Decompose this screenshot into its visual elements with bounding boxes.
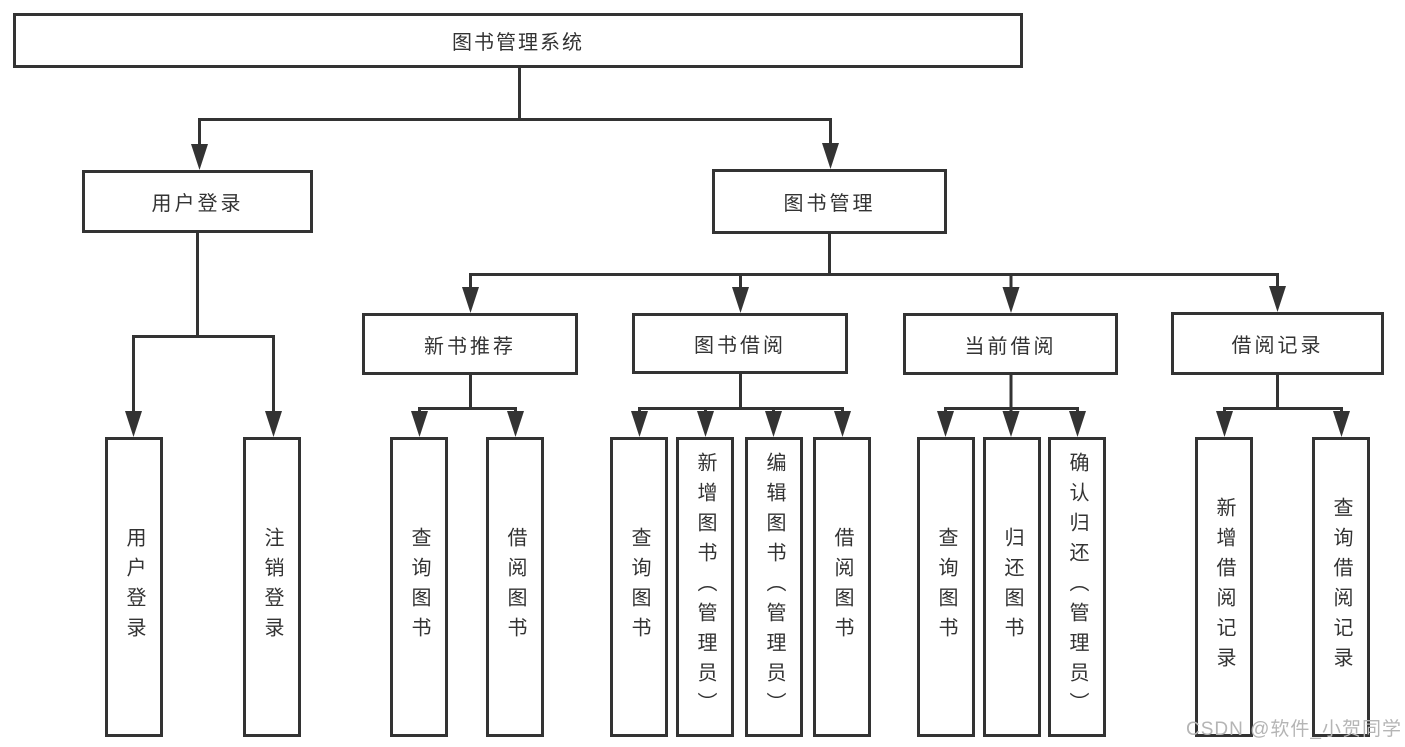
connector-current-borrow: [944, 375, 1079, 413]
node-current-borrow-label: 当前借阅: [964, 335, 1057, 358]
node-current-borrow: 当前借阅: [903, 313, 1118, 375]
leaf-query-book-3-label: 查询图书: [935, 527, 957, 647]
arrowhead: [1002, 287, 1020, 313]
csdn-watermark: CSDN @软件_小贺同学: [1186, 719, 1402, 740]
leaf-query-book-1-label: 查询图书: [408, 527, 430, 647]
arrowhead: [765, 411, 782, 437]
node-borrow-record-label: 借阅记录: [1231, 335, 1324, 357]
node-book-borrow-label: 图书借阅: [694, 335, 786, 357]
leaf-edit-book-admin: 编辑图书（管理员）: [745, 437, 803, 737]
leaf-borrow-book-1-label: 借阅图书: [504, 527, 526, 647]
leaf-edit-book-admin-label: 编辑图书（管理员）: [763, 452, 785, 722]
connector-book-mgmt: [469, 234, 1279, 289]
leaf-user-login: 用户登录: [105, 437, 163, 737]
connector-new-book: [418, 375, 517, 413]
leaf-add-borrow-record: 新增借阅记录: [1195, 437, 1253, 737]
arrowhead: [191, 144, 208, 170]
leaf-query-borrow-record-label: 查询借阅记录: [1330, 497, 1352, 677]
leaf-query-borrow-record: 查询借阅记录: [1312, 437, 1370, 737]
leaf-add-book-admin-label: 新增图书（管理员）: [694, 452, 716, 722]
node-root: 图书管理系统: [13, 13, 1023, 68]
arrowhead: [732, 287, 749, 313]
arrowhead: [462, 287, 479, 313]
leaf-add-book-admin: 新增图书（管理员）: [676, 437, 734, 737]
leaf-query-book-2: 查询图书: [610, 437, 668, 737]
leaf-logout: 注销登录: [243, 437, 301, 737]
arrowhead: [1216, 411, 1233, 437]
connector-root: [198, 68, 832, 146]
arrowhead: [631, 411, 648, 437]
arrowhead: [1269, 286, 1286, 312]
node-book-management: 图书管理: [712, 169, 947, 234]
arrowhead: [937, 411, 954, 437]
leaf-query-book-2-label: 查询图书: [628, 527, 650, 647]
arrowhead: [697, 411, 714, 437]
leaf-confirm-return-admin-label: 确认归还（管理员）: [1066, 452, 1088, 722]
node-new-book-recommend-label: 新书推荐: [424, 335, 516, 358]
node-borrow-record: 借阅记录: [1171, 312, 1384, 375]
arrowhead: [834, 411, 851, 437]
node-book-management-label: 图书管理: [783, 193, 876, 215]
node-new-book-recommend: 新书推荐: [362, 313, 578, 375]
node-book-borrow: 图书借阅: [632, 313, 848, 374]
arrowhead: [822, 143, 839, 169]
connector-book-borrow: [638, 373, 844, 413]
leaf-query-book-1: 查询图书: [390, 437, 448, 737]
leaf-return-book-label: 归还图书: [1001, 527, 1023, 647]
arrowhead: [125, 411, 142, 437]
arrowhead: [265, 411, 282, 437]
leaf-user-login-label: 用户登录: [123, 527, 145, 647]
node-user-login-label: 用户登录: [151, 193, 244, 215]
leaf-borrow-book-2: 借阅图书: [813, 437, 871, 737]
arrowhead: [411, 411, 428, 437]
node-user-login: 用户登录: [82, 170, 313, 233]
leaf-logout-label: 注销登录: [261, 527, 283, 647]
arrowhead: [1333, 411, 1350, 437]
arrowhead: [507, 411, 524, 437]
leaf-add-borrow-record-label: 新增借阅记录: [1213, 497, 1235, 677]
arrowhead: [1002, 411, 1020, 437]
leaf-confirm-return-admin: 确认归还（管理员）: [1048, 437, 1106, 737]
node-root-label: 图书管理系统: [452, 32, 584, 54]
arrowheads: [125, 143, 1350, 437]
leaf-borrow-book-2-label: 借阅图书: [831, 527, 853, 647]
connector-user-login: [132, 233, 275, 413]
leaf-return-book: 归还图书: [983, 437, 1041, 737]
leaf-borrow-book-1: 借阅图书: [486, 437, 544, 737]
connector-borrow-record: [1223, 375, 1343, 413]
arrowhead: [1069, 411, 1086, 437]
leaf-query-book-3: 查询图书: [917, 437, 975, 737]
